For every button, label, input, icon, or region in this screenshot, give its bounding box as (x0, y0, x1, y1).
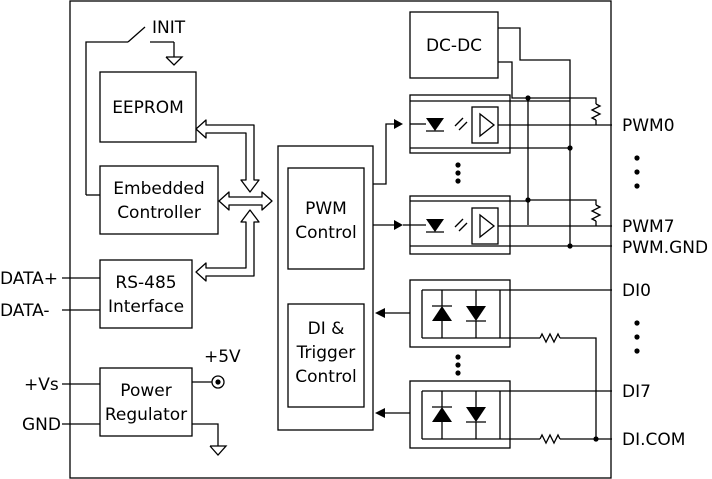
controller-pwm-bus-arrow-icon (218, 191, 273, 211)
pwm0-drive-line (373, 123, 394, 185)
di7-optocoupler-icon (409, 380, 612, 449)
data-minus-label: DATA- (0, 301, 50, 321)
dcdc-label: DC-DC (426, 36, 482, 56)
gnd-label: GND (22, 415, 61, 435)
di-trigger-label-line1: DI & (308, 319, 345, 339)
vs-label: +Vs (24, 375, 59, 395)
di-channel-ellipsis-icon (455, 320, 640, 376)
rs485-block (99, 259, 193, 329)
init-label: INIT (152, 18, 186, 38)
power-regulator-block (99, 367, 193, 437)
init-switch (85, 26, 184, 196)
pwm0-label: PWM0 (622, 116, 675, 136)
rs485-bus-arrow-icon (195, 209, 260, 282)
rs485-label-line1: RS-485 (115, 273, 176, 293)
di7-label: DI7 (622, 382, 651, 402)
eeprom-label: EEPROM (112, 98, 184, 118)
di-com-label: DI.COM (622, 430, 685, 450)
dcdc-block (409, 11, 499, 79)
data-plus-label: DATA+ (0, 269, 58, 289)
rs485-label-line2: Interface (108, 297, 184, 317)
di0-optocoupler-icon (409, 279, 612, 440)
power-regulator-label-line2: Regulator (105, 405, 187, 425)
pwm7-optocoupler-icon (403, 195, 612, 255)
eeprom-bus-arrow-icon (195, 119, 260, 193)
pwm-control-label-line1: PWM (305, 199, 347, 219)
di-trigger-control-block (287, 303, 365, 408)
di-trigger-label-line2: Trigger (296, 343, 356, 363)
pwm0-optocoupler-icon (409, 94, 612, 154)
embedded-controller-label-line2: Controller (117, 203, 201, 223)
pwm-control-label-line2: Control (295, 223, 356, 243)
pwm-channel-ellipsis-icon (455, 155, 640, 189)
pwm-gnd-label: PWM.GND (622, 238, 708, 258)
plus5v-label: +5V (204, 347, 241, 367)
pwm-supply-rails (410, 27, 612, 249)
eeprom-block (99, 71, 197, 143)
di0-label: DI0 (622, 281, 651, 301)
pwm7-label: PWM7 (622, 217, 675, 237)
pwm-control-block (287, 167, 365, 270)
embedded-controller-block (99, 165, 219, 235)
power-regulator-label-line1: Power (120, 381, 171, 401)
ground-symbol-icon (192, 423, 228, 456)
embedded-controller-label-line1: Embedded (113, 179, 204, 199)
di-trigger-label-line3: Control (295, 367, 356, 387)
